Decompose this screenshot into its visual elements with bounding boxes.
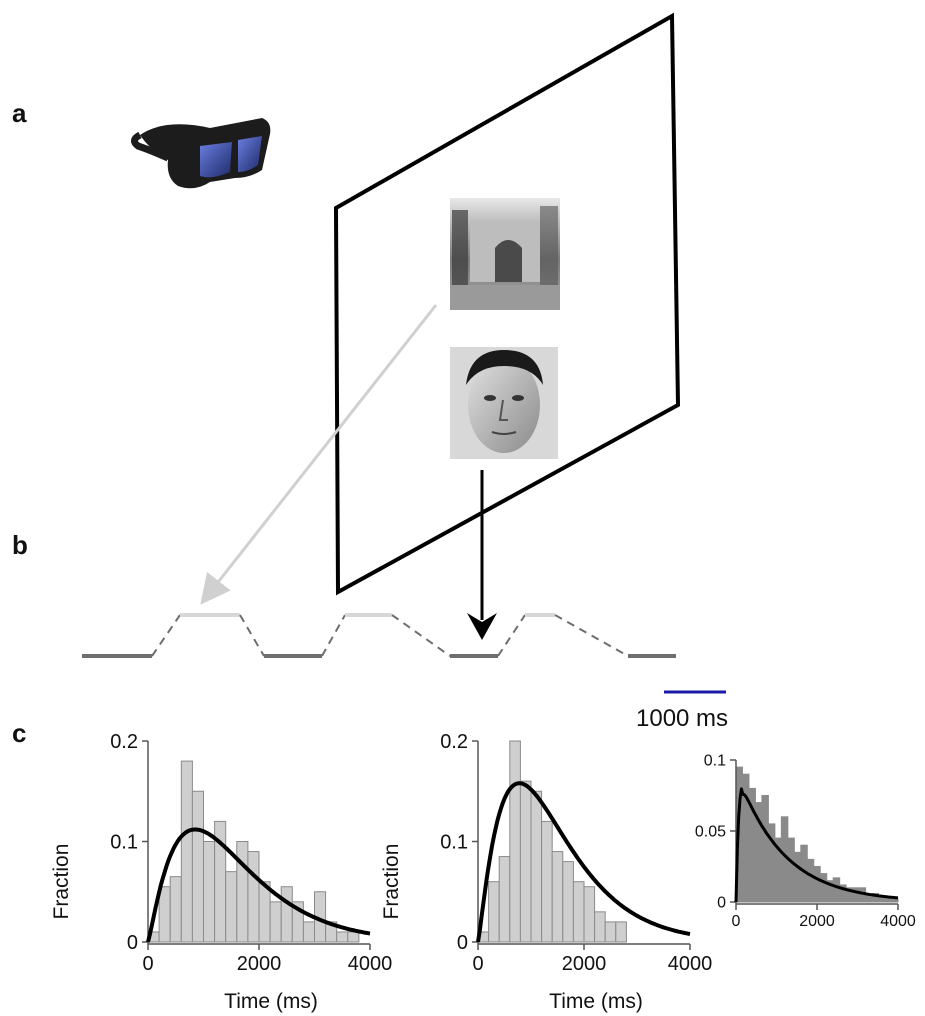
fit-curve [476, 781, 691, 943]
x-tick-label: 0 [472, 953, 483, 975]
x-tick-label: 2000 [799, 913, 835, 930]
y-tick-label: 0.2 [110, 731, 138, 753]
histogram-bar [530, 790, 543, 943]
histogram-bar [541, 820, 553, 943]
histogram-bar [551, 851, 564, 943]
histogram-bar [583, 886, 596, 943]
histogram-bar [236, 841, 249, 943]
stereo-goggles-icon [131, 118, 271, 189]
y-tick-label: 0.05 [695, 824, 726, 841]
histogram-bar [169, 876, 182, 943]
y-tick-label: 0 [127, 932, 138, 954]
x-tick-label: 4000 [348, 953, 393, 975]
histogram-bar [787, 837, 795, 903]
x-axis-label: Time (ms) [224, 990, 318, 1013]
histogram-bar [615, 921, 627, 943]
projection-screen [333, 12, 681, 596]
panel-label-b: b [12, 530, 28, 560]
histogram-bar [225, 871, 238, 943]
y-axis-label: Fraction [380, 844, 403, 920]
scale-bar-label: 1000 ms [636, 705, 729, 732]
histogram-bar [761, 795, 769, 903]
histogram-bar [819, 873, 828, 903]
x-tick-label: 2000 [237, 953, 282, 975]
histogram-bar [793, 851, 802, 903]
y-tick-label: 0.2 [440, 731, 468, 753]
histogram-bar [336, 931, 349, 943]
x-tick-label: 0 [142, 953, 153, 975]
histogram-bar [302, 921, 315, 943]
y-tick-label: 0 [457, 932, 468, 954]
arrow-face-to-trace [467, 470, 497, 640]
histogram-bar [806, 858, 815, 903]
fit-curve [734, 787, 899, 903]
histogram-bar [519, 780, 532, 943]
y-axis-label: Fraction [50, 844, 73, 920]
histogram-bar [191, 790, 204, 943]
histogram-bar [158, 886, 171, 943]
histogram-bar [562, 861, 574, 943]
face-photo [450, 347, 558, 459]
x-tick-label: 4000 [880, 913, 916, 930]
histogram-bar [488, 881, 500, 943]
histogram-bar [180, 760, 193, 943]
histogram-inset: 0 0.05 0.1 0 2000 4000 [695, 753, 916, 930]
y-tick-label: 0.1 [440, 832, 468, 854]
histogram-bar [832, 877, 841, 903]
histogram-bar [594, 911, 606, 943]
histogram-bar [203, 841, 216, 943]
histogram-bar [269, 901, 282, 943]
histogram-bar [813, 866, 821, 903]
arrow-house-to-trace [200, 304, 438, 605]
perceptual-trace [82, 613, 676, 658]
histogram-bar [498, 856, 511, 943]
histogram-bar [604, 921, 617, 943]
house-photo [450, 198, 560, 310]
histogram-bar [572, 881, 585, 943]
fit-curve [146, 827, 371, 943]
histogram-bar [891, 898, 899, 903]
y-tick-label: 0.1 [110, 832, 138, 854]
histogram-bar [280, 886, 293, 943]
histogram-bar [509, 740, 521, 943]
histogram-bar [247, 851, 260, 943]
y-tick-label: 0 [717, 895, 726, 912]
panel-label-a: a [12, 98, 27, 128]
x-tick-label: 4000 [668, 953, 713, 975]
histogram-bar [347, 931, 360, 943]
x-tick-label: 0 [732, 913, 741, 930]
panel-label-c: c [12, 718, 27, 748]
y-tick-label: 0.1 [704, 753, 726, 770]
x-axis-label: Time (ms) [549, 990, 643, 1013]
x-tick-label: 2000 [562, 953, 607, 975]
